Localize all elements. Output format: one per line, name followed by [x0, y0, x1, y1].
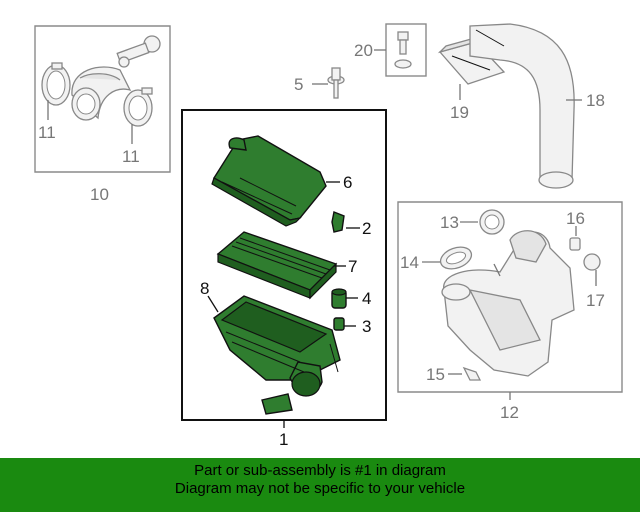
callout-8[interactable]: 8 [200, 279, 209, 298]
bolt-part-5[interactable] [327, 67, 345, 99]
callout-5[interactable]: 5 [294, 75, 303, 94]
callout-6[interactable]: 6 [343, 173, 352, 192]
bushing-part-3[interactable] [333, 317, 345, 331]
callout-15[interactable]: 15 [426, 365, 445, 384]
callout-18[interactable]: 18 [586, 91, 605, 110]
cover-part-6[interactable] [211, 135, 327, 227]
callout-14[interactable]: 14 [400, 253, 419, 272]
housing-part-8[interactable] [213, 295, 341, 415]
callout-19[interactable]: 19 [450, 103, 469, 122]
callout-7[interactable]: 7 [348, 257, 357, 276]
clamp-part-right[interactable] [123, 87, 153, 127]
callout-10[interactable]: 10 [90, 185, 109, 204]
callout-3[interactable]: 3 [362, 317, 371, 336]
group-10-box [34, 25, 171, 173]
disclaimer-banner: Part or sub-assembly is #1 in diagram Di… [0, 458, 640, 512]
parts-diagram: 11 11 10 5 20 19 18 6 [34, 23, 623, 449]
callout-4[interactable]: 4 [362, 289, 371, 308]
callout-11-left[interactable]: 11 [38, 123, 56, 142]
grommet-part-4[interactable] [331, 288, 347, 309]
bolt-part-15[interactable] [462, 366, 482, 381]
air-hose-part[interactable] [71, 66, 132, 121]
disclaimer-line-1: Part or sub-assembly is #1 in diagram [194, 462, 446, 479]
gasket-part-14[interactable] [438, 243, 475, 273]
clip-part-2[interactable] [331, 211, 345, 233]
connector-part-16[interactable] [569, 237, 581, 251]
filter-part-7[interactable] [216, 231, 338, 300]
callout-20[interactable]: 20 [354, 41, 373, 60]
callout-2[interactable]: 2 [362, 219, 371, 238]
group-20-box [385, 23, 427, 77]
clamp-part-left[interactable] [41, 62, 71, 106]
callout-11-right[interactable]: 11 [122, 147, 140, 166]
group-12-box [397, 201, 623, 393]
seal-part-13[interactable] [479, 209, 505, 235]
callout-13[interactable]: 13 [440, 213, 459, 232]
disclaimer-line-2: Diagram may not be specific to your vehi… [174, 480, 466, 497]
sensor-bolt-part[interactable] [116, 35, 161, 68]
callout-16[interactable]: 16 [566, 209, 585, 228]
resonator-part-12[interactable] [441, 230, 575, 377]
cap-part-17[interactable] [583, 253, 601, 271]
callout-12[interactable]: 12 [500, 403, 519, 422]
callout-17[interactable]: 17 [586, 291, 605, 310]
callout-1[interactable]: 1 [279, 430, 288, 449]
hose-part-18[interactable] [469, 23, 575, 189]
